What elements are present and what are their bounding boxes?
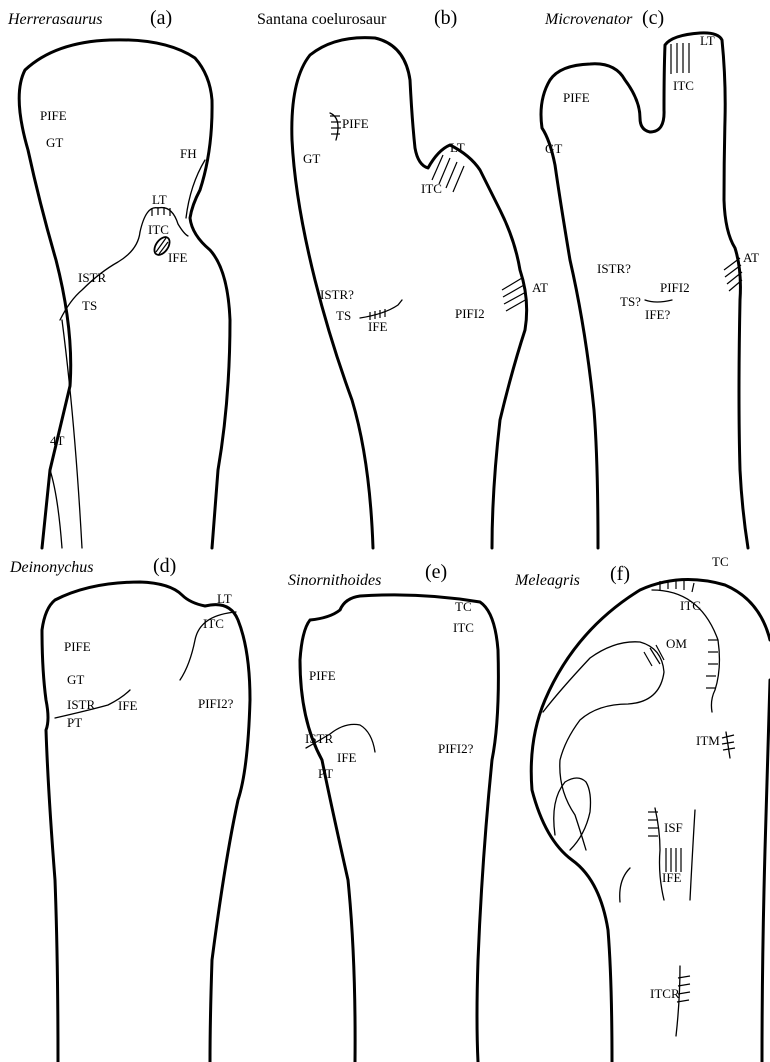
panel-c-label-itc: ITC [673, 78, 694, 93]
panel-a-label-ts: TS [82, 298, 97, 313]
panel-f-isf-line [655, 808, 664, 900]
panel-b-label-lt: LT [450, 140, 465, 155]
panel-c-microvenator: Microvenator (c) LT ITC PIFE GT ISTR? AT… [541, 7, 759, 548]
panel-b-label-istr: ISTR? [320, 287, 354, 302]
panel-c-label-istr: ISTR? [597, 261, 631, 276]
panel-d-deinonychus: Deinonychus (d) LT ITC PIFE GT ISTR PT I… [9, 555, 250, 1062]
panel-d-label-pifi2: PIFI2? [198, 696, 234, 711]
panel-b-label-pifi2: PIFI2 [455, 306, 485, 321]
panel-c-label-lt: LT [700, 33, 715, 48]
panel-f-head-loop [543, 642, 664, 850]
panel-d-label-pife: PIFE [64, 639, 91, 654]
panel-f-label-isf: ISF [664, 820, 683, 835]
panel-b-label-ife: IFE [368, 319, 388, 334]
panel-c-label-gt: GT [545, 141, 562, 156]
panel-d-label-lt: LT [217, 591, 232, 606]
panel-f-label-tc: TC [712, 554, 729, 569]
panel-f-om-hatch [644, 645, 664, 666]
panel-d-title: Deinonychus [9, 559, 94, 576]
panel-b-label-pife: PIFE [342, 116, 369, 131]
panel-d-label-ife: IFE [118, 698, 138, 713]
panel-b-label-itc: ITC [421, 181, 442, 196]
panel-e-label-pifi2: PIFI2? [438, 741, 474, 756]
panel-b-label-gt: GT [303, 151, 320, 166]
panel-a-label-4t: 4T [50, 433, 65, 448]
panel-c-title: Microvenator [544, 11, 633, 28]
panel-f-label-itc: ITC [680, 598, 701, 613]
panel-c-label-pife: PIFE [563, 90, 590, 105]
panel-c-label-ts: TS? [620, 294, 641, 309]
panel-b-ts-line [360, 300, 402, 318]
panel-f-shaft-crest [620, 868, 630, 902]
panel-e-femur-outline [300, 595, 498, 1062]
panel-d-label-istr: ISTR [67, 697, 96, 712]
panel-a-fourth-trochanter [50, 470, 62, 548]
panel-f-shaft-right [762, 680, 770, 1062]
panel-e-sinornithoides: Sinornithoides (e) TC ITC PIFE ISTR IFE … [288, 561, 498, 1062]
panel-a-letter: (a) [150, 7, 172, 29]
panel-f-title: Meleagris [514, 572, 580, 589]
panel-c-letter: (c) [642, 7, 664, 29]
panel-d-label-itc: ITC [203, 616, 224, 631]
panel-c-lt-hatch [671, 43, 689, 74]
panel-f-label-om: OM [666, 636, 687, 651]
panel-b-letter: (b) [434, 7, 457, 29]
panel-b-pife-scar [330, 113, 338, 140]
panel-e-label-pt: PT [318, 766, 333, 781]
panel-a-title: Herrerasaurus [7, 11, 103, 28]
panel-c-femur-outline [541, 33, 748, 548]
panel-d-letter: (d) [153, 555, 176, 577]
panel-f-meleagris: Meleagris (f) [514, 554, 770, 1062]
panel-b-title: Santana coelurosaur [257, 11, 387, 28]
panel-f-ife-hatch [666, 848, 681, 872]
panel-d-label-pt: PT [67, 715, 82, 730]
panel-e-label-istr: ISTR [305, 731, 334, 746]
panel-a-label-istr: ISTR [78, 270, 107, 285]
panel-c-label-ife: IFE? [645, 307, 671, 322]
panel-b-santana-coelurosaur: Santana coelurosaur (b) PIFE GT LT ITC I… [257, 7, 548, 548]
panel-d-femur-outline [42, 582, 250, 1062]
panel-a-herrerasaurus: Herrerasaurus (a) PIFE GT FH LT ITC IFE … [7, 7, 230, 548]
panel-e-label-tc: TC [455, 599, 472, 614]
panel-a-label-fh: FH [180, 146, 197, 161]
panel-f-label-itcr: ITCR [650, 986, 680, 1001]
panel-e-label-ife: IFE [337, 750, 357, 765]
panel-a-fh-line [186, 160, 205, 218]
panel-c-label-pifi2: PIFI2 [660, 280, 690, 295]
panel-a-label-gt: GT [46, 135, 63, 150]
panel-e-label-itc: ITC [453, 620, 474, 635]
panel-a-label-lt: LT [152, 192, 167, 207]
panel-e-letter: (e) [425, 561, 447, 583]
panel-a-label-ife: IFE [168, 250, 188, 265]
panel-f-label-ife: IFE [662, 870, 682, 885]
panel-b-label-at: AT [532, 280, 548, 295]
panel-f-itc-hatch [660, 580, 718, 688]
panel-e-label-pife: PIFE [309, 668, 336, 683]
panel-e-title: Sinornithoides [288, 572, 381, 589]
panel-f-letter: (f) [610, 563, 630, 585]
panel-a-label-pife: PIFE [40, 108, 67, 123]
panel-c-ts-line [645, 300, 672, 302]
panel-d-label-gt: GT [67, 672, 84, 687]
panel-b-pife-hatch [330, 116, 341, 134]
panel-c-label-at: AT [743, 250, 759, 265]
panel-f-label-itm: ITM [696, 733, 720, 748]
panel-b-label-ts: TS [336, 308, 351, 323]
panel-f-head-bulge [554, 778, 591, 850]
panel-f-ife-ridge [690, 810, 695, 900]
panel-a-label-itc: ITC [148, 222, 169, 237]
